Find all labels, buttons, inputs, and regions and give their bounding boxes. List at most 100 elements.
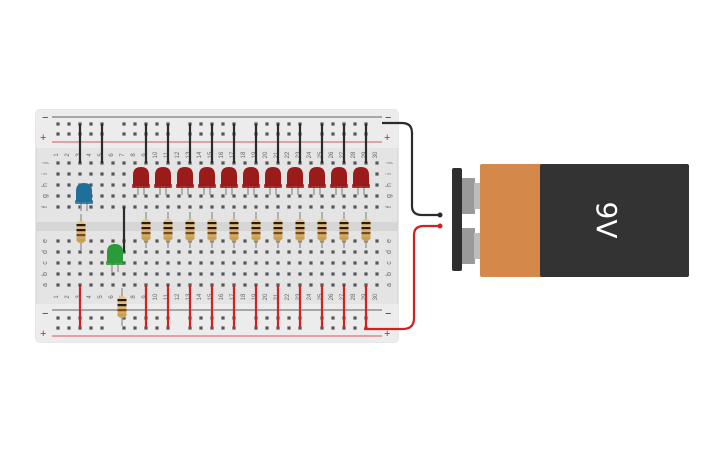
- breadboard-hole[interactable]: [177, 239, 181, 243]
- rail-hole[interactable]: [221, 326, 225, 330]
- breadboard-hole[interactable]: [243, 283, 247, 287]
- red-led[interactable]: [308, 167, 326, 195]
- breadboard-hole[interactable]: [56, 283, 60, 287]
- rail-hole[interactable]: [155, 122, 159, 126]
- breadboard-hole[interactable]: [177, 283, 181, 287]
- breadboard-hole[interactable]: [111, 194, 115, 198]
- breadboard-hole[interactable]: [122, 161, 126, 165]
- breadboard-hole[interactable]: [67, 194, 71, 198]
- rail-hole[interactable]: [221, 316, 225, 320]
- green-led[interactable]: [106, 244, 124, 272]
- breadboard-hole[interactable]: [210, 250, 214, 254]
- breadboard-hole[interactable]: [56, 272, 60, 276]
- led-resistor[interactable]: [163, 212, 173, 248]
- rail-hole[interactable]: [133, 326, 137, 330]
- breadboard-hole[interactable]: [254, 272, 258, 276]
- breadboard-hole[interactable]: [375, 194, 379, 198]
- red-led[interactable]: [264, 167, 282, 195]
- rail-hole[interactable]: [331, 122, 335, 126]
- breadboard-hole[interactable]: [67, 172, 71, 176]
- breadboard-hole[interactable]: [221, 205, 225, 209]
- breadboard-hole[interactable]: [144, 272, 148, 276]
- rail-hole[interactable]: [122, 316, 126, 320]
- breadboard-hole[interactable]: [309, 250, 313, 254]
- breadboard-hole[interactable]: [265, 205, 269, 209]
- rail-hole[interactable]: [287, 122, 291, 126]
- breadboard-hole[interactable]: [221, 261, 225, 265]
- breadboard-hole[interactable]: [331, 283, 335, 287]
- breadboard-hole[interactable]: [67, 261, 71, 265]
- rail-hole[interactable]: [133, 132, 137, 136]
- breadboard-hole[interactable]: [265, 239, 269, 243]
- breadboard-hole[interactable]: [243, 161, 247, 165]
- led-resistor[interactable]: [141, 212, 151, 248]
- rail-hole[interactable]: [56, 316, 60, 320]
- breadboard-hole[interactable]: [309, 205, 313, 209]
- breadboard-hole[interactable]: [331, 272, 335, 276]
- breadboard-hole[interactable]: [320, 272, 324, 276]
- breadboard-hole[interactable]: [221, 239, 225, 243]
- breadboard-hole[interactable]: [309, 261, 313, 265]
- breadboard-hole[interactable]: [166, 250, 170, 254]
- breadboard-hole[interactable]: [56, 161, 60, 165]
- breadboard-hole[interactable]: [199, 161, 203, 165]
- breadboard-hole[interactable]: [188, 205, 192, 209]
- breadboard-hole[interactable]: [353, 239, 357, 243]
- breadboard-hole[interactable]: [298, 205, 302, 209]
- breadboard-hole[interactable]: [56, 194, 60, 198]
- breadboard-hole[interactable]: [89, 239, 93, 243]
- breadboard-hole[interactable]: [331, 261, 335, 265]
- breadboard-hole[interactable]: [353, 261, 357, 265]
- breadboard-hole[interactable]: [221, 194, 225, 198]
- breadboard-hole[interactable]: [122, 172, 126, 176]
- breadboard-hole[interactable]: [276, 250, 280, 254]
- breadboard-hole[interactable]: [320, 205, 324, 209]
- rail-hole[interactable]: [265, 326, 269, 330]
- breadboard-hole[interactable]: [353, 161, 357, 165]
- red-led[interactable]: [154, 167, 172, 195]
- rail-hole[interactable]: [199, 122, 203, 126]
- rail-hole[interactable]: [287, 326, 291, 330]
- breadboard-hole[interactable]: [89, 183, 93, 187]
- breadboard-hole[interactable]: [254, 250, 258, 254]
- blue-led[interactable]: [75, 183, 93, 211]
- breadboard-hole[interactable]: [155, 250, 159, 254]
- breadboard-hole[interactable]: [375, 205, 379, 209]
- breadboard-hole[interactable]: [364, 205, 368, 209]
- rail-hole[interactable]: [287, 132, 291, 136]
- breadboard-hole[interactable]: [353, 194, 357, 198]
- breadboard-hole[interactable]: [254, 205, 258, 209]
- rail-hole[interactable]: [89, 122, 93, 126]
- blue-led-resistor[interactable]: [76, 214, 86, 250]
- breadboard-hole[interactable]: [144, 261, 148, 265]
- rail-hole[interactable]: [67, 132, 71, 136]
- breadboard-hole[interactable]: [265, 194, 269, 198]
- breadboard-hole[interactable]: [133, 283, 137, 287]
- breadboard-hole[interactable]: [177, 205, 181, 209]
- breadboard-hole[interactable]: [89, 172, 93, 176]
- rail-hole[interactable]: [56, 326, 60, 330]
- breadboard-hole[interactable]: [265, 272, 269, 276]
- breadboard-hole[interactable]: [155, 283, 159, 287]
- breadboard-hole[interactable]: [122, 272, 126, 276]
- breadboard-hole[interactable]: [133, 161, 137, 165]
- breadboard-hole[interactable]: [144, 250, 148, 254]
- rail-hole[interactable]: [67, 316, 71, 320]
- breadboard-hole[interactable]: [100, 250, 104, 254]
- red-led[interactable]: [286, 167, 304, 195]
- breadboard-hole[interactable]: [353, 272, 357, 276]
- rail-hole[interactable]: [155, 326, 159, 330]
- breadboard-hole[interactable]: [78, 205, 82, 209]
- rail-hole[interactable]: [89, 132, 93, 136]
- breadboard-hole[interactable]: [375, 283, 379, 287]
- red-led[interactable]: [242, 167, 260, 195]
- breadboard-hole[interactable]: [221, 161, 225, 165]
- breadboard-hole[interactable]: [199, 205, 203, 209]
- breadboard-hole[interactable]: [188, 261, 192, 265]
- breadboard-hole[interactable]: [232, 194, 236, 198]
- breadboard-hole[interactable]: [287, 250, 291, 254]
- breadboard-hole[interactable]: [243, 261, 247, 265]
- breadboard-hole[interactable]: [155, 205, 159, 209]
- breadboard-hole[interactable]: [276, 205, 280, 209]
- breadboard-hole[interactable]: [342, 250, 346, 254]
